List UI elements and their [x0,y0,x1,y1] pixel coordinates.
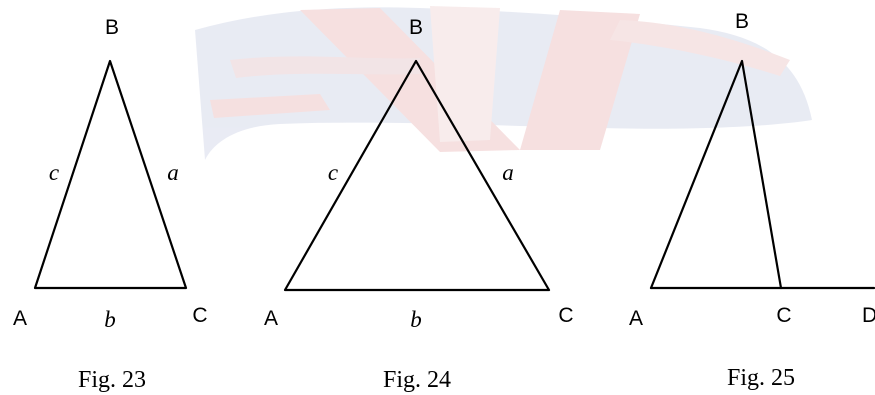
side-c-label: c [49,160,59,185]
vertex-a-label: A [13,307,27,330]
figure-25: B A C D Fig. 25 [629,10,875,391]
figure-24: B A C c a b Fig. 24 [264,16,574,393]
vertex-c-label: C [776,304,791,327]
vertex-b-label: B [105,16,119,39]
vertex-a-label: A [264,307,278,330]
caption-fig-25: Fig. 25 [727,365,795,391]
caption-fig-24: Fig. 24 [383,367,451,393]
vertex-c-label: C [558,304,573,327]
caption-fig-23: Fig. 23 [78,367,146,393]
vertex-b-label: B [735,10,749,33]
side-a-label: a [502,160,514,185]
flag-watermark [195,6,812,160]
side-b-label: b [410,307,422,332]
side-c-label: c [328,160,338,185]
side-b-label: b [104,307,116,332]
triangle-fig-23 [33,59,188,290]
vertex-c-label: C [192,304,207,327]
triangle-fig-25 [649,59,783,290]
figure-23: B A C c a b Fig. 23 [13,16,208,393]
vertex-d-label: D [862,304,875,327]
vertex-a-label: A [629,307,643,330]
side-a-label: a [167,160,179,185]
triangle-fig-24 [283,59,551,292]
vertex-b-label: B [409,16,423,39]
